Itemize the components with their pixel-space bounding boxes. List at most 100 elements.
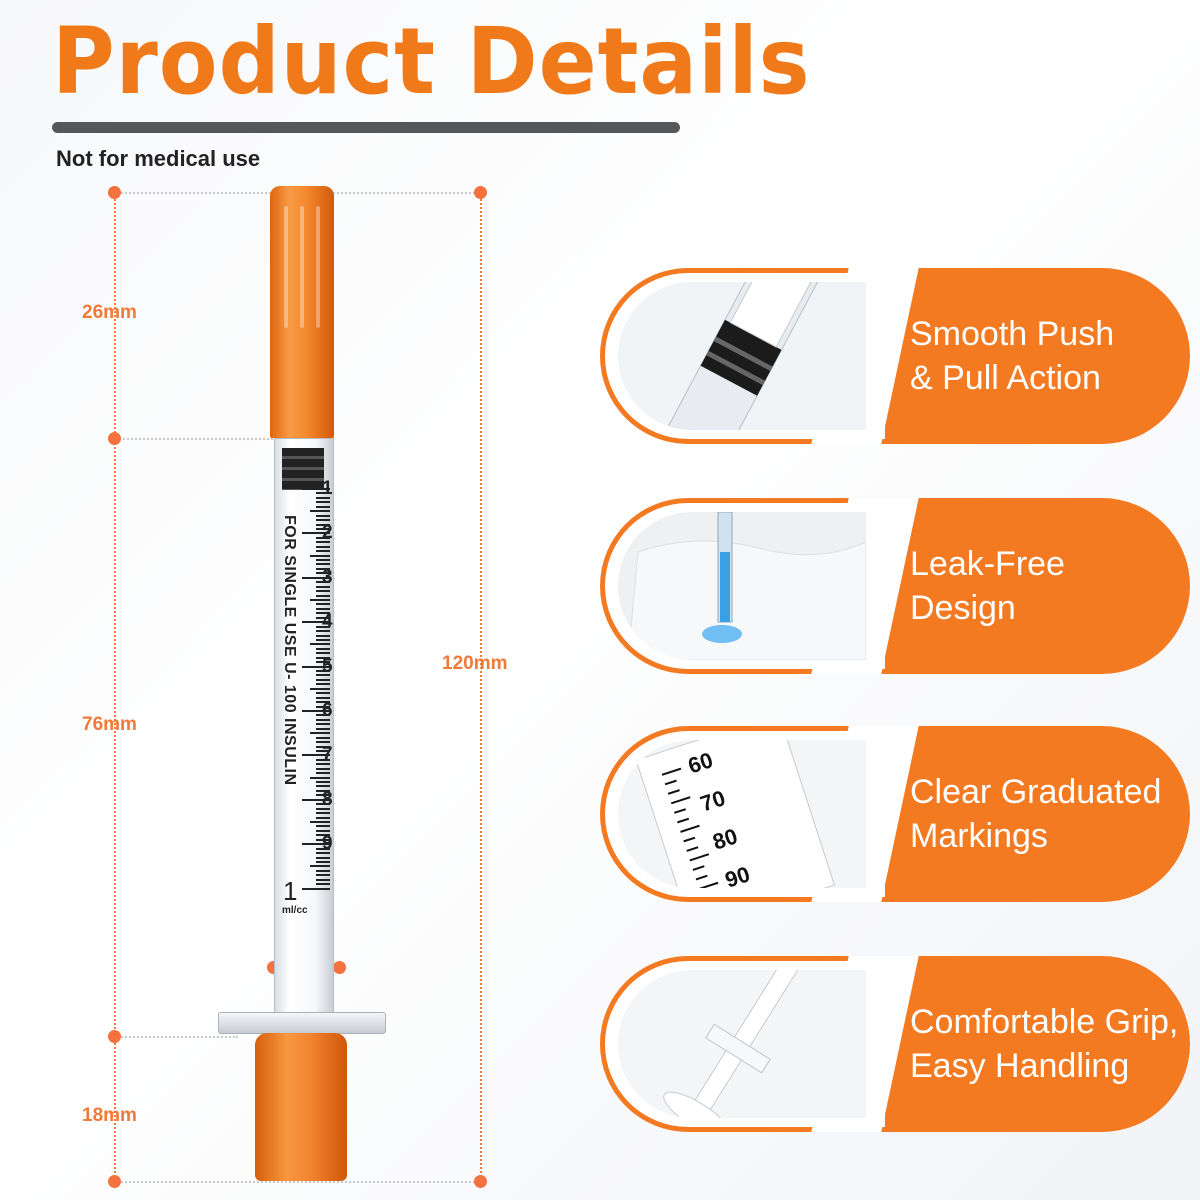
dim-dot xyxy=(108,1030,121,1043)
feature-label: Clear Graduated Markings xyxy=(910,773,1162,855)
scale-tick xyxy=(316,527,330,530)
feature-label: Leak-Free Design xyxy=(910,545,1065,627)
scale-tick xyxy=(316,545,330,548)
scale-tick xyxy=(316,736,330,739)
scale-tick xyxy=(316,607,330,610)
scale-tick xyxy=(316,492,330,495)
scale-tick xyxy=(316,723,330,726)
feature-card-comfortable-grip: Comfortable Grip, Easy Handling xyxy=(600,956,1196,1132)
scale-tick xyxy=(302,754,330,757)
scale-tick xyxy=(316,883,330,886)
scale-tick xyxy=(316,496,330,499)
scale-number: 2 xyxy=(322,522,333,544)
scale-tick xyxy=(316,559,330,562)
scale-number: 6 xyxy=(322,700,333,721)
plunger-length-label: 18mm xyxy=(82,1105,137,1126)
left-dimension-line xyxy=(114,192,116,1181)
scale-tick xyxy=(316,745,330,748)
scale-tick xyxy=(302,488,330,490)
scale-tick xyxy=(316,763,330,766)
dim-dot xyxy=(108,1175,121,1188)
scale-tick xyxy=(316,847,330,850)
guide-bottom xyxy=(118,1181,478,1183)
dim-dot xyxy=(474,1175,487,1188)
scale-tick xyxy=(302,798,330,801)
plunger-grip-icon xyxy=(618,970,866,1118)
scale-number: 9 xyxy=(322,833,333,855)
needle-cap xyxy=(270,186,334,438)
scale-tick xyxy=(316,852,330,855)
scale-tick xyxy=(316,683,330,686)
scale-tick xyxy=(302,843,330,846)
scale-tick xyxy=(316,612,330,615)
graduated-scale-icon: 60 70 80 90 xyxy=(618,740,866,888)
scale-tick xyxy=(316,812,330,815)
scale-tick xyxy=(310,865,330,868)
feature-card-leak-free: Leak-Free Design xyxy=(600,498,1196,674)
scale-tick xyxy=(316,567,330,570)
scale-tick xyxy=(316,638,330,641)
barrel-length-label: 76mm xyxy=(82,714,137,735)
scale-tick xyxy=(316,803,330,806)
plunger-cap xyxy=(255,1033,347,1181)
scale-tick xyxy=(316,581,330,584)
scale-tick xyxy=(310,821,330,823)
scale-tick xyxy=(302,576,330,579)
scale-tick xyxy=(316,794,330,797)
scale-number: 4 xyxy=(322,611,333,633)
plunger-stopper-icon xyxy=(618,282,866,430)
scale-tick xyxy=(316,807,330,810)
scale-tick xyxy=(316,816,330,819)
scale-number: 5 xyxy=(322,655,333,677)
scale-tick xyxy=(310,776,330,779)
scale-tick xyxy=(316,825,330,828)
scale-tick xyxy=(316,563,330,566)
disclaimer-text: Not for medical use xyxy=(56,146,261,171)
scale-tick xyxy=(302,887,330,890)
barrel-print: FOR SINGLE USE U- 100 INSULIN xyxy=(281,515,298,786)
dim-dot xyxy=(474,186,487,199)
scale-tick xyxy=(310,643,330,646)
scale-tick xyxy=(316,519,330,522)
right-dimension-line xyxy=(480,192,482,1181)
feature-card-smooth-action: Smooth Push & Pull Action xyxy=(600,268,1196,444)
feature-label: Comfortable Grip, Easy Handling xyxy=(910,1003,1179,1085)
scale-tick xyxy=(316,647,330,650)
scale-tick xyxy=(310,554,330,557)
scale-tick xyxy=(316,856,330,859)
unit-label: ml/cc xyxy=(282,905,308,916)
scale-tick xyxy=(316,701,330,704)
scale-tick xyxy=(310,599,330,601)
scale-tick xyxy=(316,829,330,832)
scale-tick xyxy=(316,781,330,784)
scale-tick xyxy=(316,634,330,637)
scale-tick xyxy=(316,874,330,877)
scale-tick xyxy=(316,652,330,655)
scale-tick xyxy=(316,696,330,699)
scale-tick xyxy=(316,572,330,575)
dim-dot xyxy=(108,432,121,445)
scale-tick xyxy=(316,550,330,553)
scale-tick xyxy=(316,785,330,788)
scale-tick xyxy=(316,878,330,881)
scale-number: 3 xyxy=(322,566,333,588)
scale-tick xyxy=(316,541,330,544)
dim-dot xyxy=(333,961,346,974)
scale-tick xyxy=(316,594,330,597)
scale-tick xyxy=(302,665,330,668)
feature-card-graduated-markings: 60 70 80 90 Clear Graduated Markings xyxy=(600,726,1196,902)
cap-rib xyxy=(300,206,304,328)
scale-tick xyxy=(310,510,330,513)
scale-tick xyxy=(316,501,330,504)
scale-tick xyxy=(316,758,330,761)
scale-tick xyxy=(316,590,330,593)
scale-tick xyxy=(310,687,330,690)
scale-tick xyxy=(316,616,330,619)
scale-tick xyxy=(316,603,330,606)
scale-tick xyxy=(316,834,330,837)
page-title: Product Details xyxy=(52,8,811,115)
scale-tick xyxy=(316,585,330,588)
scale-tick xyxy=(316,661,330,664)
scale-tick xyxy=(302,710,330,712)
feature-label: Smooth Push & Pull Action xyxy=(910,315,1115,397)
